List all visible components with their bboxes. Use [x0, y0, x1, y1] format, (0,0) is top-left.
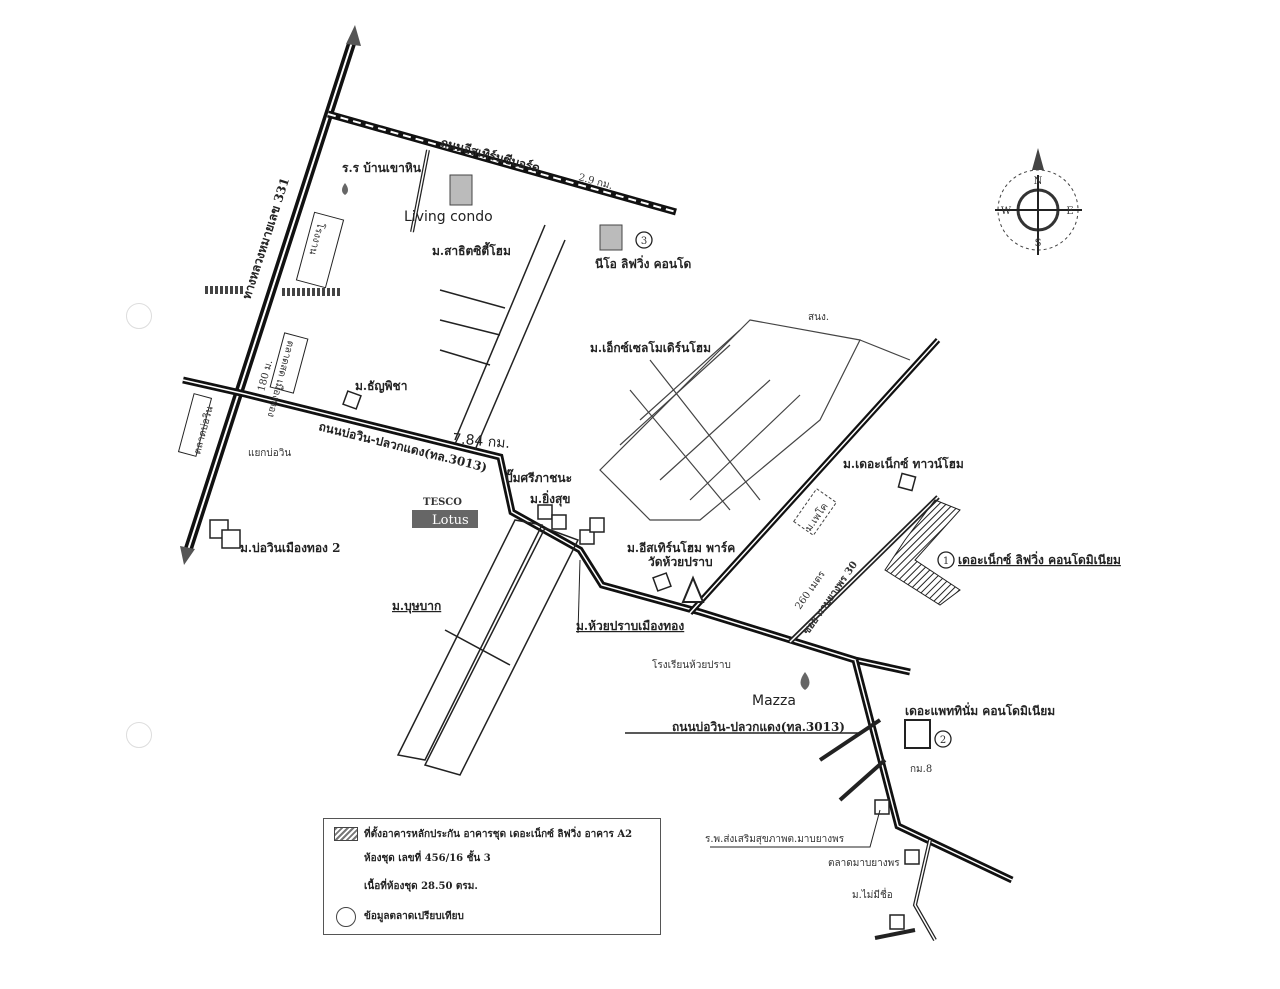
platinum-label: เดอะแพททินั่ม คอนโดมิเนียม [905, 702, 1055, 718]
mazza-label: Mazza [752, 693, 796, 709]
bowin-muang-thong-2-label: ม.บ่อวินเมืองทอง 2 [240, 541, 340, 555]
callout-line [577, 559, 581, 634]
tanya-label: ม.ธัญพิชา [355, 379, 407, 393]
sathit-label: ม.สาธิตซิตี้โฮม [432, 241, 511, 258]
km8-label: กม.8 [910, 764, 932, 775]
market-box [269, 332, 309, 394]
road-3013-callout-label: ถนนบ่อวิน-ปลวกแดง(ทล.3013) [672, 720, 845, 734]
marker-3-label: 3 [641, 236, 647, 247]
excel-label: ม.เอ็กซ์เซลโมเดิร์นโฮม [590, 340, 711, 355]
road-3013 [182, 376, 1014, 941]
gas-station-label: ปั๊มศรีภาชนะ [505, 468, 572, 485]
bowin-junction-label: แยกบ่อวิน [248, 448, 291, 459]
marker-1-label: 1 [943, 556, 949, 567]
lotus-logo [412, 510, 478, 528]
legend-subject-line1: ที่ตั้งอาคารหลักประกัน อาคารชุด เดอะเน็ก… [364, 829, 633, 840]
compass-w: W [1001, 206, 1012, 217]
eastern-seaboard-label: ถนนอีสเทิร์นซีบอร์ด [439, 135, 541, 175]
eastern-seaboard-road [327, 110, 677, 233]
compass-rose: N E S W [995, 148, 1082, 255]
health-center-label: ร.พ.ส่งเสริมสุขภาพต.มาบยางพร [705, 834, 845, 845]
next-living-label: เดอะเน็กซ์ ลิฟวิ่ง คอนโดมิเนียม [958, 551, 1121, 567]
factory-box [295, 211, 345, 289]
office-label: สนง. [808, 312, 829, 323]
compass-s: S [1035, 238, 1042, 249]
punch-hole [126, 722, 152, 748]
wat-label: วัดห้วยปราบ [648, 555, 713, 569]
temple-icon [681, 575, 705, 603]
neo-living-label: นีโอ ลิฟวิ่ง คอนโด [595, 255, 692, 271]
legend-subject-line2: ห้องชุด เลขที่ 456/16 ชั้น 3 [364, 853, 491, 864]
callout-line [710, 809, 881, 848]
legend-subject-line3: เนื้อที่ห้องชุด 28.50 ตรม. [364, 881, 478, 892]
no-name-village-label: ม.ไม่มีชื่อ [852, 887, 893, 901]
marker-2-label: 2 [940, 735, 946, 746]
mabyangporn-market-label: ตลาดมาบยางพร [828, 858, 900, 869]
living-condo-label: Living condo [404, 209, 493, 225]
sathit-subdivision [439, 224, 566, 451]
side-roads [687, 337, 941, 802]
building-icon [599, 224, 623, 251]
eastern-home-park-label: ม.อีสเทิร์นโฮม พาร์ค [627, 540, 735, 555]
huai-prab-label: ม.ห้วยปราบเมืองทอง [576, 619, 684, 633]
tesco-label: TESCO [423, 497, 462, 508]
compass-n: N [1034, 176, 1043, 187]
north-arrow-icon [1032, 148, 1044, 170]
building-icon [449, 174, 473, 206]
marker-1 [937, 551, 955, 569]
butsabok-subdivision [396, 519, 580, 776]
building-icon [904, 719, 931, 749]
bowin-market-box [177, 393, 213, 457]
circle-swatch-icon [336, 907, 356, 927]
school-huai-prab-label: โรงเรียนห้วยปราบ [652, 658, 731, 671]
road-distance-label: 7.84 กม. [452, 431, 511, 452]
map-legend: ที่ตั้งอาคารหลักประกัน อาคารชุด เดอะเน็ก… [323, 818, 661, 935]
compass-e: E [1066, 206, 1073, 217]
gas-station-icon [800, 672, 810, 690]
marker-2 [934, 730, 952, 748]
butsabok-label: ม.บุษบาก [392, 599, 441, 614]
peko-box [793, 488, 837, 536]
subject-building [884, 499, 961, 606]
school-label: ร.ร บ้านเขาหิน [342, 161, 422, 175]
arrow-north-icon [346, 25, 361, 46]
ying-suk-label: ม.ยิ่งสุข [530, 490, 571, 507]
excel-subdivision [599, 319, 911, 521]
punch-hole [126, 303, 152, 329]
gas-station-icon [342, 183, 348, 195]
house-icons [209, 390, 920, 930]
legend-comparables: ข้อมูลตลาดเปรียบเทียบ [364, 911, 464, 922]
arrow-south-icon [180, 546, 195, 565]
highway-331 [180, 25, 361, 565]
hatch-swatch-icon [334, 827, 358, 841]
marker-3 [635, 231, 653, 249]
canal [205, 286, 342, 296]
lotus-label: Lotus [432, 513, 469, 528]
next-townhome-label: ม.เดอะเน็กซ์ ทาวน์โฮม [843, 456, 964, 471]
